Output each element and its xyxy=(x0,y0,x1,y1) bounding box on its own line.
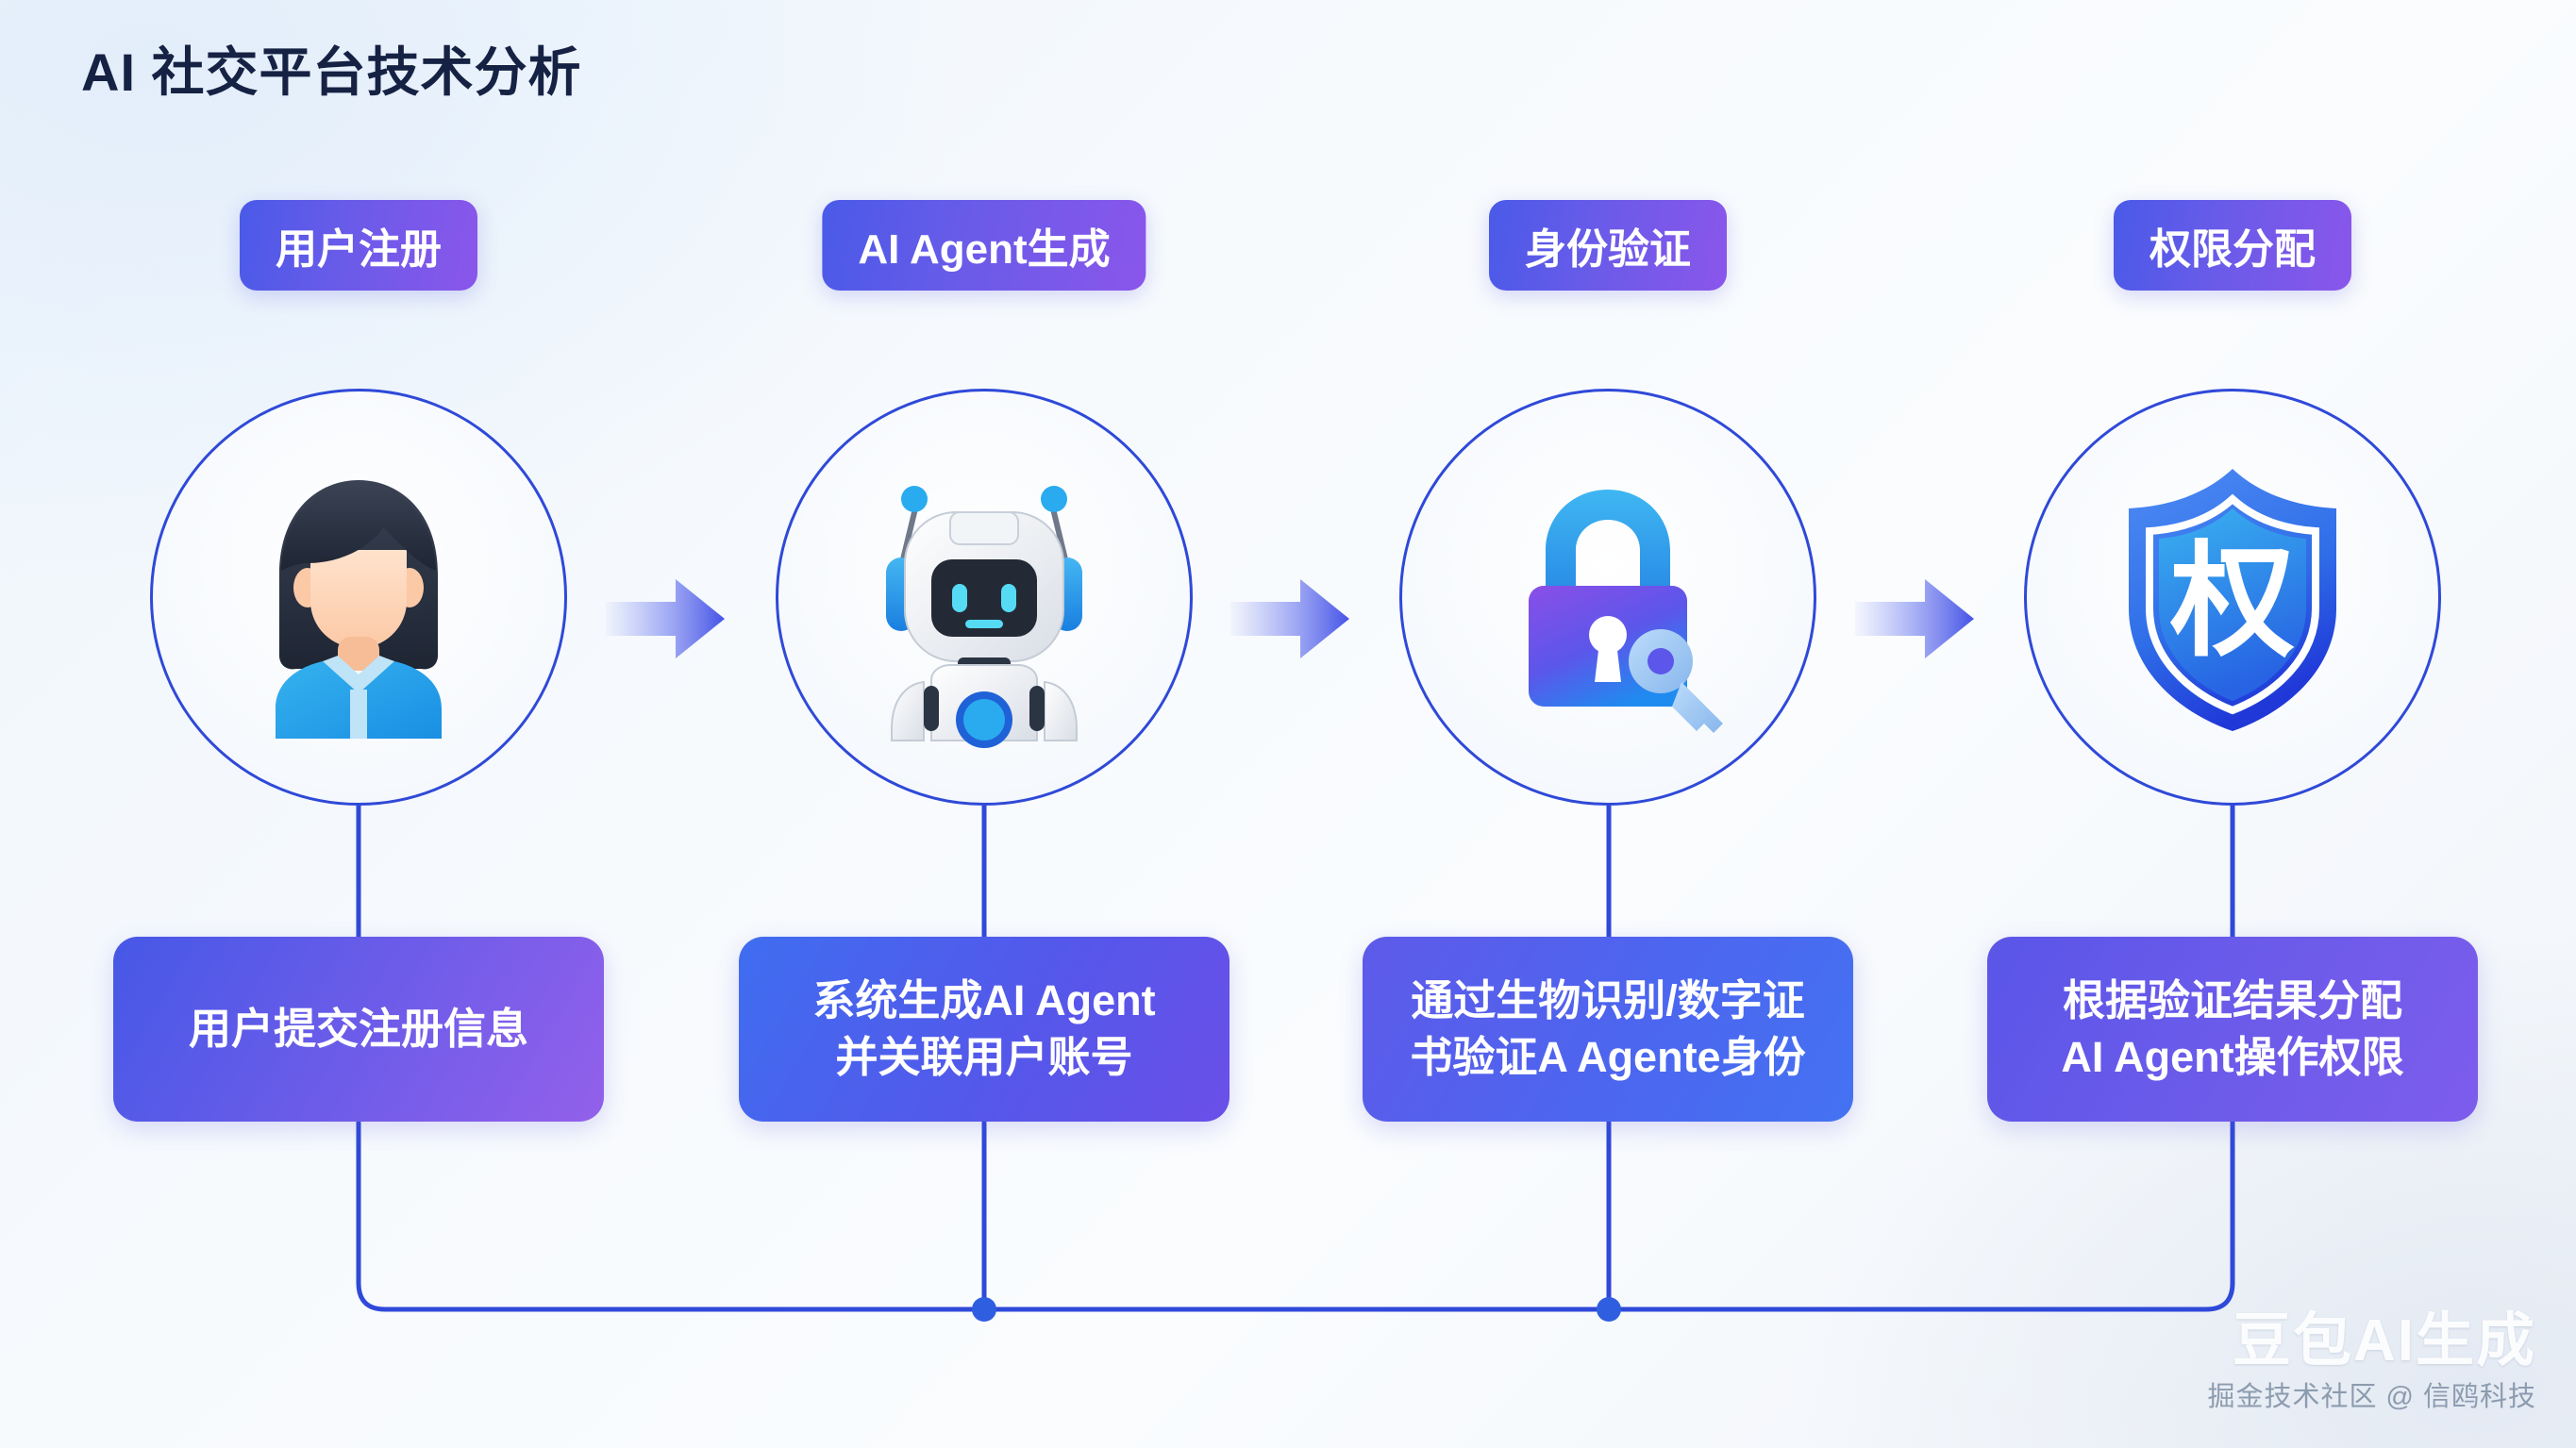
step-identity-verification: 身份验证 xyxy=(1363,0,1853,1448)
arrow-step1-to-step2 xyxy=(606,579,725,658)
icon-frame-user-registration[interactable] xyxy=(150,389,567,806)
icon-frame-identity-verification[interactable] xyxy=(1399,389,1816,806)
circle-to-card-drop xyxy=(356,806,2235,939)
shield-icon: 权 xyxy=(2129,469,2336,731)
user-avatar-icon xyxy=(276,480,442,739)
watermark: 豆包AI生成 掘金技术社区 @ 信鸥科技 xyxy=(2207,1311,2536,1414)
description-line: 书验证A Agente身份 xyxy=(1410,1033,1806,1081)
bottom-return-bus xyxy=(356,1120,2235,1312)
step-label-ai-agent-generation[interactable]: AI Agent生成 xyxy=(822,200,1146,291)
lock-key-icon xyxy=(1529,490,1723,733)
description-line: 系统生成AI Agent xyxy=(812,975,1156,1024)
step-ai-agent-generation: AI Agent生成 xyxy=(739,0,1229,1448)
arrow-step3-to-step4 xyxy=(1855,579,1974,658)
description-line: AI Agent操作权限 xyxy=(2061,1033,2404,1081)
watermark-sub-text: 掘金技术社区 @ 信鸥科技 xyxy=(2207,1382,2536,1412)
description-line: 根据验证结果分配 xyxy=(2062,975,2402,1024)
shield-glyph: 权 xyxy=(2169,532,2295,671)
step-description-ai-agent-generation: 系统生成AI Agent 并关联用户账号 xyxy=(739,937,1229,1122)
icon-frame-permission-assignment[interactable]: 权 xyxy=(2024,389,2441,806)
watermark-main-text: 豆包AI生成 xyxy=(2232,1307,2536,1373)
step-label-permission-assignment[interactable]: 权限分配 xyxy=(2114,200,2351,291)
step-label-identity-verification[interactable]: 身份验证 xyxy=(1489,200,1727,291)
description-line: 并关联用户账号 xyxy=(835,1033,1133,1081)
icon-frame-ai-agent-generation[interactable] xyxy=(776,389,1193,806)
step-description-identity-verification: 通过生物识别/数字证 书验证A Agente身份 xyxy=(1363,937,1853,1122)
step-user-registration: 用户注册 xyxy=(113,0,604,1448)
arrow-step2-to-step3 xyxy=(1230,579,1349,658)
step-description-user-registration: 用户提交注册信息 xyxy=(113,937,604,1122)
step-label-user-registration[interactable]: 用户注册 xyxy=(240,200,477,291)
description-line: 通过生物识别/数字证 xyxy=(1411,975,1805,1024)
robot-icon xyxy=(886,486,1082,748)
step-permission-assignment: 权限分配 权 根据验证结果分配 AI Agent操作权限 xyxy=(1987,0,2478,1448)
step-description-permission-assignment: 根据验证结果分配 AI Agent操作权限 xyxy=(1987,937,2478,1122)
description-line: 用户提交注册信息 xyxy=(188,1004,528,1053)
page-title: AI 社交平台技术分析 xyxy=(81,42,582,102)
